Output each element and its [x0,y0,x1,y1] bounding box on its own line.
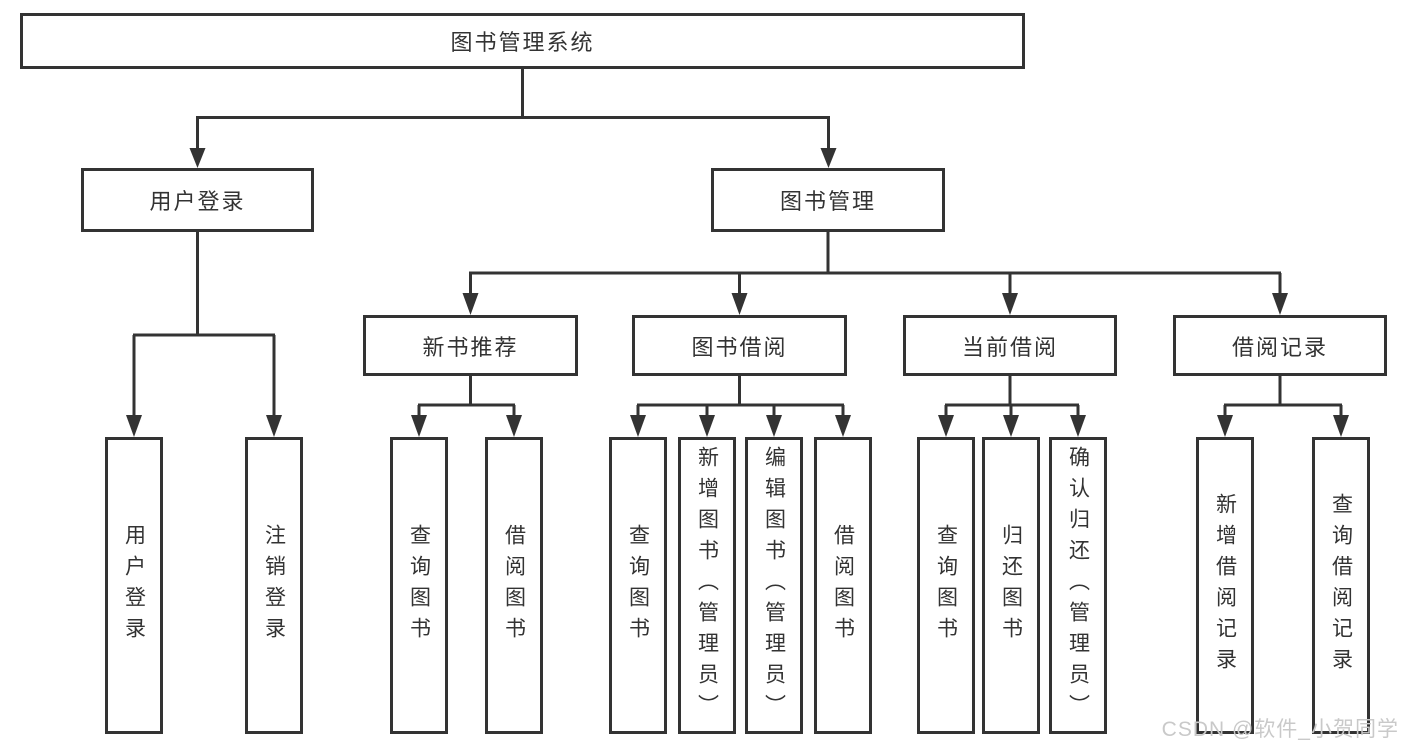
arrowheads [126,148,1349,437]
tree-connectors [132,69,1343,419]
leaf-return-books-label: 归还图书 [999,523,1023,648]
node-user-login: 用户登录 [81,168,314,232]
leaf-add-borrow-record-label: 新增借阅记录 [1213,492,1237,679]
leaf-query-borrow-record-label: 查询借阅记录 [1329,492,1353,679]
node-borrow-records: 借阅记录 [1173,315,1387,376]
leaf-query-borrow-record: 查询借阅记录 [1312,437,1370,734]
node-user-login-label: 用户登录 [149,189,246,214]
leaf-query-books-recommend-label: 查询图书 [407,523,431,648]
node-current-borrow-label: 当前借阅 [961,334,1058,360]
leaf-edit-book-admin-label: 编辑图书（管理员） [762,446,786,725]
node-book-borrow: 图书借阅 [632,315,847,376]
leaf-query-books-borrow-label: 查询图书 [626,523,650,648]
leaf-borrow-books-label: 借阅图书 [831,523,855,648]
leaf-add-borrow-record: 新增借阅记录 [1196,437,1254,734]
leaf-borrow-books: 借阅图书 [814,437,872,734]
leaf-edit-book-admin: 编辑图书（管理员） [745,437,803,734]
csdn-watermark: CSDN @软件_小贺同学 [1161,718,1399,741]
leaf-logout: 注销登录 [245,437,303,734]
leaf-confirm-return-admin-label: 确认归还（管理员） [1066,446,1090,725]
node-new-book-recommend-label: 新书推荐 [422,334,519,360]
leaf-return-books: 归还图书 [982,437,1040,734]
leaf-add-book-admin-label: 新增图书（管理员） [695,446,719,725]
leaf-user-login-label: 用户登录 [122,523,146,648]
node-new-book-recommend: 新书推荐 [363,315,578,376]
node-book-management: 图书管理 [711,168,945,232]
leaf-borrow-books-recommend-label: 借阅图书 [502,523,526,648]
node-book-management-label: 图书管理 [779,189,876,214]
leaf-borrow-books-recommend: 借阅图书 [485,437,543,734]
leaf-user-login: 用户登录 [105,437,163,734]
leaf-query-books-borrow: 查询图书 [609,437,667,734]
node-library-management-system-label: 图书管理系统 [450,30,595,55]
node-book-borrow-label: 图书借阅 [691,334,788,360]
leaf-confirm-return-admin: 确认归还（管理员） [1049,437,1107,734]
leaf-query-books-current: 查询图书 [917,437,975,734]
leaf-add-book-admin: 新增图书（管理员） [678,437,736,734]
leaf-query-books-recommend: 查询图书 [390,437,448,734]
node-borrow-records-label: 借阅记录 [1231,334,1328,360]
node-current-borrow: 当前借阅 [903,315,1117,376]
leaf-query-books-current-label: 查询图书 [934,523,958,648]
node-library-management-system: 图书管理系统 [20,13,1025,69]
leaf-logout-label: 注销登录 [262,523,286,648]
